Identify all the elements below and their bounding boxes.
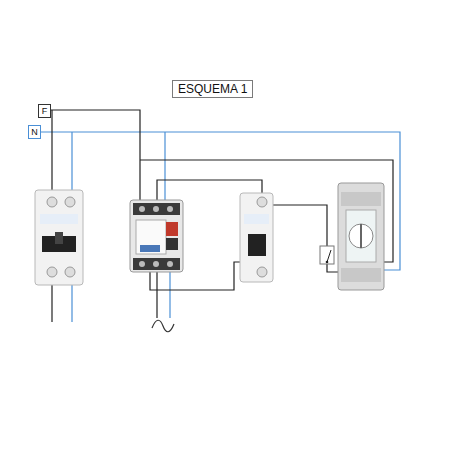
terminal-box: F xyxy=(38,104,51,118)
terminal-label: N xyxy=(31,127,38,137)
terminal-box: N xyxy=(28,125,41,139)
neutral-wires xyxy=(41,132,400,322)
terminal-label: F xyxy=(42,106,48,116)
time-switch xyxy=(338,183,384,290)
title-text: ESQUEMA 1 xyxy=(178,82,247,96)
two-pole-breaker xyxy=(35,190,83,285)
switch-symbol xyxy=(320,246,334,264)
load-symbol xyxy=(152,320,174,332)
phase-wires xyxy=(50,110,393,322)
one-pole-breaker xyxy=(240,193,273,282)
title-box: ESQUEMA 1 xyxy=(172,80,253,98)
motor-protector xyxy=(130,200,183,272)
